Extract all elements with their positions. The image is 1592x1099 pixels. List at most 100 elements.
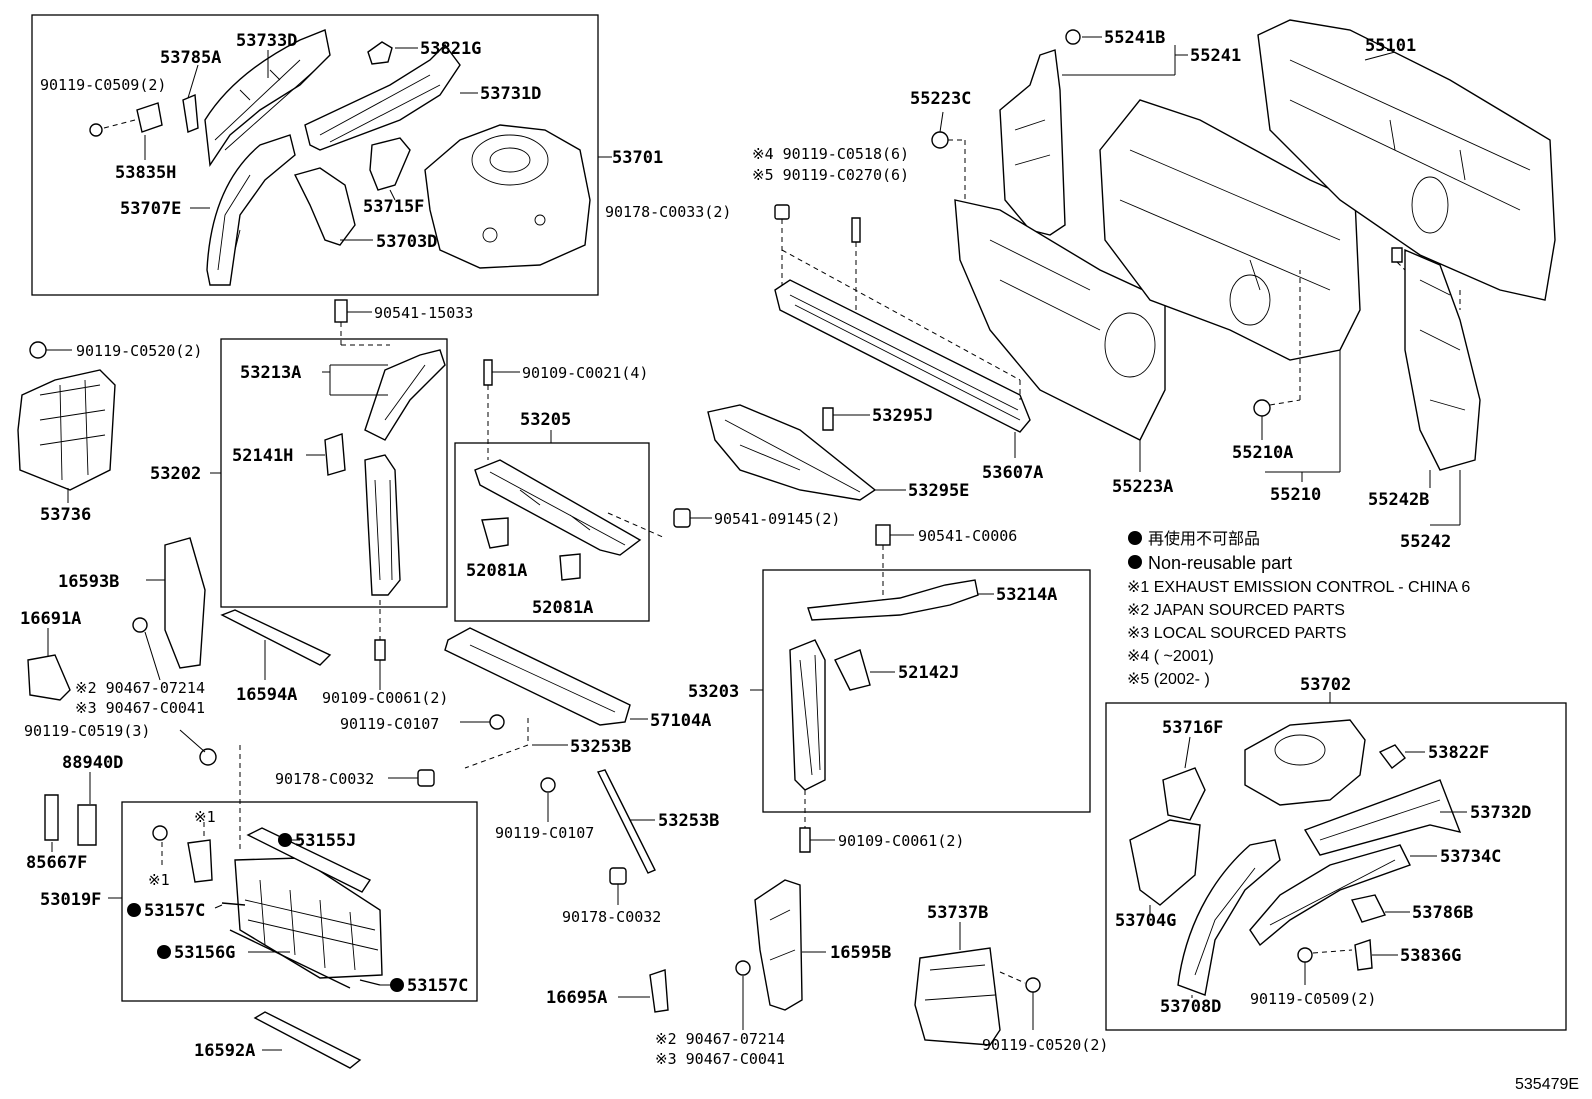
label-53731D: 53731D [480, 84, 541, 104]
part-16593B [164, 537, 206, 669]
part-53704G [1129, 819, 1201, 906]
part-53707E [206, 134, 296, 286]
bolt-90178-C0033 [774, 204, 790, 220]
part-53295E [707, 404, 877, 501]
part-53716F [1162, 767, 1206, 821]
label-53702: 53702 [1300, 675, 1351, 695]
part-53736 [17, 369, 116, 491]
bolt-90178-C0032-a [417, 769, 435, 787]
label-53704G: 53704G [1115, 911, 1176, 931]
part-53701-apron [424, 124, 591, 269]
label-90178-C0032-a: 90178-C0032 [275, 770, 374, 788]
bolt-90467-07214-b [735, 960, 751, 976]
frame-53203 [762, 569, 1091, 813]
label-53703D: 53703D [376, 232, 437, 252]
label-53835H: 53835H [115, 163, 176, 183]
label-53253B-2: 53253B [658, 811, 719, 831]
bolt-90109-C0061-b [799, 827, 811, 853]
label-53785A: 53785A [160, 48, 221, 68]
part-52141H [324, 433, 346, 476]
label-55242B: 55242B [1368, 490, 1429, 510]
bolt-90119-C0509 [89, 123, 103, 137]
part-85667F [44, 794, 59, 841]
part-53835H [136, 102, 163, 133]
part-53202-pillar [364, 454, 401, 596]
label-53607A: 53607A [982, 463, 1043, 483]
label-90119-C0270: ※5 90119-C0270(6) [752, 166, 909, 184]
part-16691A [27, 654, 71, 701]
label-53736: 53736 [40, 505, 91, 525]
part-16695A [649, 969, 669, 1013]
label-53203: 53203 [688, 682, 739, 702]
label-90109-C0061-b: 90109-C0061(2) [838, 832, 964, 850]
part-53703D [293, 167, 356, 246]
frame-53702 [1105, 702, 1567, 1031]
part-53156G [229, 929, 351, 989]
part-53607A [774, 279, 1031, 433]
part-53157C-1 [221, 902, 246, 906]
part-53733D [204, 29, 331, 167]
label-90119-C0519: 90119-C0519(3) [24, 722, 150, 740]
part-53731D [304, 43, 461, 151]
bolt-90541-C0006 [875, 524, 891, 546]
part-88940D [77, 804, 97, 846]
part-53155J [246, 827, 372, 893]
label-90541-C0006: 90541-C0006 [918, 527, 1017, 545]
label-53155J: 53155J [295, 831, 356, 851]
part-52081A-1 [481, 517, 509, 549]
drawing-id: 535479E [1515, 1076, 1579, 1093]
legend-note-4: ※4 ( ~2001) [1127, 648, 1214, 665]
label-53019F: 53019F [40, 890, 101, 910]
label-53733D: 53733D [236, 31, 297, 51]
non-reusable-dot-53157C-2 [390, 978, 404, 992]
label-90467-07214-b: ※2 90467-07214 [655, 1030, 785, 1048]
label-x1-b: ※1 [148, 871, 170, 889]
part-16595B [754, 879, 803, 1011]
label-53214A: 53214A [996, 585, 1057, 605]
label-90178-C0032-b: 90178-C0032 [562, 908, 661, 926]
legend-non-reusable-jp: 再使用不可部品 [1148, 530, 1260, 548]
label-90119-C0509-a: 90119-C0509(2) [40, 76, 166, 94]
legend-note-1: ※1 EXHAUST EMISSION CONTROL - CHINA 6 [1127, 579, 1470, 596]
label-53701: 53701 [612, 148, 663, 168]
part-53734C [1249, 844, 1411, 947]
label-52081A-1: 52081A [466, 561, 527, 581]
label-53734C: 53734C [1440, 847, 1501, 867]
bolt-90467-07214-a [132, 617, 148, 633]
label-53821G: 53821G [420, 39, 481, 59]
bolt-90119-C0107-a [489, 714, 505, 730]
frame-53701 [31, 14, 599, 296]
label-55242: 55242 [1400, 532, 1451, 552]
label-90541-15033: 90541-15033 [374, 304, 473, 322]
label-55223A: 55223A [1112, 477, 1173, 497]
label-16592A: 16592A [194, 1041, 255, 1061]
label-53716F: 53716F [1162, 718, 1223, 738]
non-reusable-dot-53155J [278, 833, 292, 847]
label-16691A: 16691A [20, 609, 81, 629]
label-55241B: 55241B [1104, 28, 1165, 48]
label-53157C-2: 53157C [407, 976, 468, 996]
bolt-90119-C0519 [199, 748, 217, 766]
label-90467-07214-a: ※2 90467-07214 [75, 679, 205, 697]
label-53715F: 53715F [363, 197, 424, 217]
label-53202: 53202 [150, 464, 201, 484]
bolt-90109-C0021 [483, 359, 493, 386]
label-52081A-2: 52081A [532, 598, 593, 618]
label-85667F: 85667F [26, 853, 87, 873]
part-53786B [1351, 894, 1386, 923]
label-53295E: 53295E [908, 481, 969, 501]
frame-53019F [121, 801, 478, 1002]
label-57104A: 57104A [650, 711, 711, 731]
bolt-90541-15033 [334, 299, 348, 323]
part-x1-bracket [187, 839, 213, 883]
label-53836G: 53836G [1400, 946, 1461, 966]
part-53732D [1303, 779, 1462, 856]
label-16695A: 16695A [546, 988, 607, 1008]
label-53707E: 53707E [120, 199, 181, 219]
part-53715F [369, 137, 411, 191]
part-52142J [834, 649, 871, 691]
bolt-90541-09145 [673, 508, 691, 528]
label-53295J: 53295J [872, 406, 933, 426]
